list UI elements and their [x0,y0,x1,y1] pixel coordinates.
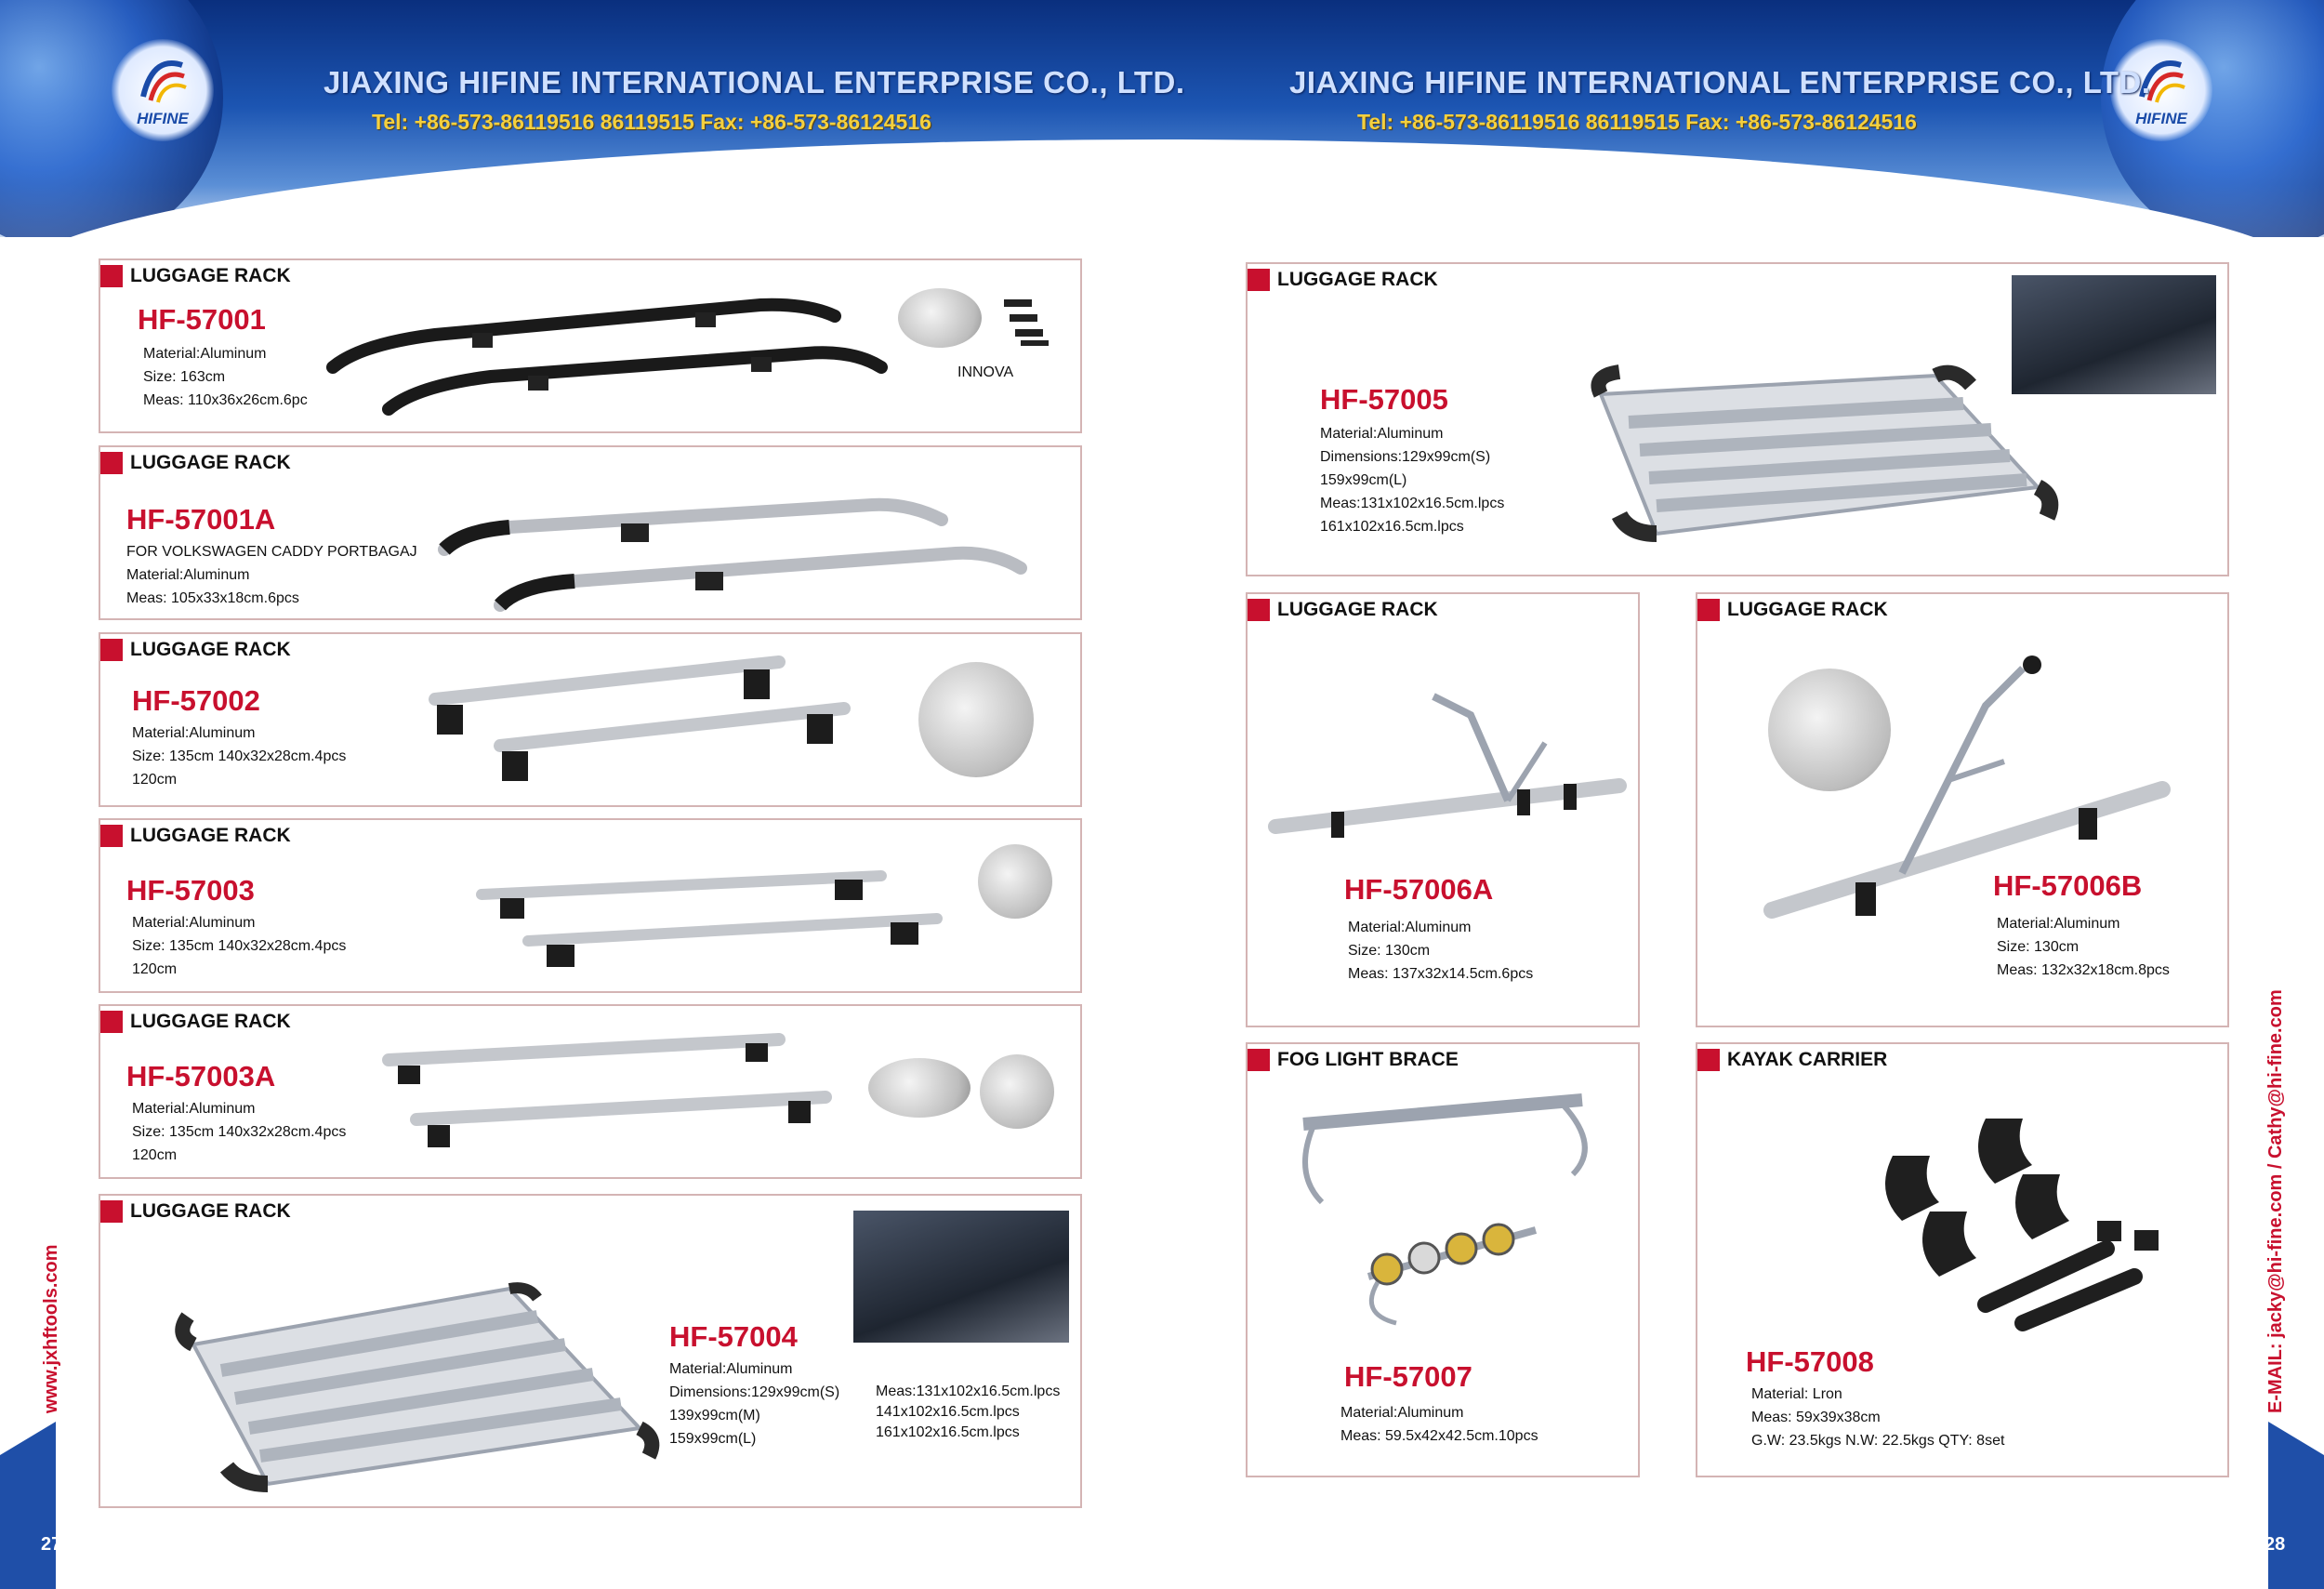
logo-mark-icon [2139,60,2185,103]
model-number: HF-57001 [138,303,266,336]
fog-light-brace-image [1302,1093,1588,1326]
model-number: HF-57003A [126,1060,276,1092]
category-label: LUGGAGE RACK [100,1011,291,1033]
model-number: HF-57004 [669,1320,798,1353]
email-contact[interactable]: E-MAIL: jacky@hi-fine.com / Cathy@hi-fin… [2265,989,2286,1413]
roof-basket-image [1591,364,2059,542]
product-card-hf-57007: FOG LIGHT BRACE HF-57007 Material:Alumin… [1246,1042,1640,1477]
model-number: HF-57006B [1993,869,2143,902]
category-label: LUGGAGE RACK [100,452,291,474]
company-name: JIAXING HIFINE INTERNATIONAL ENTERPRISE … [324,65,1185,99]
page-number-left: 27 [41,1534,62,1555]
model-number: HF-57008 [1746,1345,1874,1378]
category-label: LUGGAGE RACK [1248,269,1438,291]
product-card-hf-57003a: LUGGAGE RACK HF-57003A Material:Aluminum… [99,1004,1082,1179]
header-curve [0,139,2324,237]
crossbar-image [382,1033,832,1147]
bike-carrier-image [1268,693,1627,838]
detail-thumbnail [868,1058,971,1118]
model-number: HF-57001A [126,503,276,536]
kayak-carrier-image [1885,1119,2159,1331]
logo-mark-icon [140,60,187,103]
bike-carrier-image [1763,655,2171,919]
category-label: LUGGAGE RACK [100,639,291,661]
category-label: LUGGAGE RACK [1248,599,1438,621]
crossbar-image [476,870,943,967]
company-logo: HIFINE [2110,39,2212,141]
product-card-hf-57006b: LUGGAGE RACK HF-57006B Material:Aluminum… [1696,592,2229,1027]
page-header: HIFINE HIFINE JIAXING HIFINE INTERNATION… [0,0,2324,237]
page-number-right: 28 [2265,1534,2286,1555]
model-number: HF-57007 [1344,1360,1472,1393]
lock-detail-thumbnail [918,662,1034,777]
meas-lines: Meas:131x102x16.5cm.lpcs 141x102x16.5cm.… [876,1384,1061,1440]
model-number: HF-57002 [132,684,260,717]
lock-detail-thumbnail [1768,669,1891,791]
model-number: HF-57006A [1344,873,1494,906]
model-number: HF-57005 [1320,383,1448,416]
car-roof-photo [2012,275,2216,394]
category-label: FOG LIGHT BRACE [1248,1049,1459,1071]
car-roof-photo [853,1211,1069,1343]
product-card-hf-57006a: LUGGAGE RACK HF-57006A Material:Aluminum… [1246,592,1640,1027]
logo-text: HIFINE [137,110,189,127]
lock-detail-thumbnail [978,844,1052,919]
roof-basket-image [175,1282,660,1492]
category-label: KAYAK CARRIER [1697,1049,1887,1071]
mounting-parts-image [1004,299,1049,346]
company-logo: HIFINE [112,39,214,141]
category-label: LUGGAGE RACK [100,265,291,287]
product-card-hf-57001a: LUGGAGE RACK HF-57001A FOR VOLKSWAGEN CA… [99,445,1082,620]
website-link[interactable]: www.jxhftools.com [41,1244,61,1414]
roof-rail-image [438,497,1027,612]
model-note: INNOVA [957,364,1014,380]
company-name: JIAXING HIFINE INTERNATIONAL ENTERPRISE … [1289,65,2151,99]
crossbar-image [429,655,851,781]
detail-thumbnail [898,288,982,348]
contact-line: Tel: +86-573-86119516 86119515 Fax: +86-… [1357,110,1917,134]
model-number: HF-57003 [126,874,255,907]
lock-detail-thumbnail [980,1054,1054,1129]
category-label: LUGGAGE RACK [1697,599,1888,621]
contact-line: Tel: +86-573-86119516 86119515 Fax: +86-… [372,110,931,134]
category-label: LUGGAGE RACK [100,825,291,847]
page-corner-decoration [2268,1422,2324,1589]
page-corner-decoration [0,1422,56,1589]
category-label: LUGGAGE RACK [100,1200,291,1223]
logo-text: HIFINE [2135,110,2187,127]
roof-rail-image [326,298,888,416]
